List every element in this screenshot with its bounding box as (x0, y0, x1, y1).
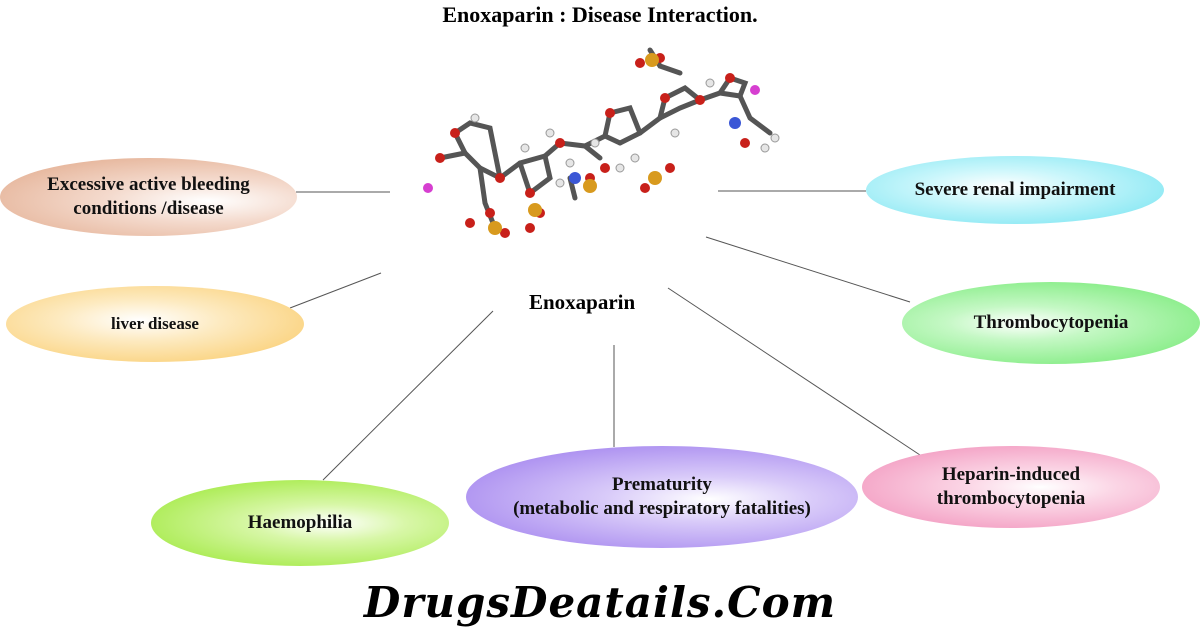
connector-line-liver (289, 272, 382, 309)
node-renal: Severe renal impairment (866, 156, 1164, 224)
node-bleeding: Excessive active bleeding conditions /di… (0, 158, 297, 236)
node-bleeding-line1: Excessive active bleeding (47, 174, 250, 196)
footer-watermark: DrugsDeatails.Com (363, 578, 837, 627)
node-renal-line1: Severe renal impairment (914, 179, 1116, 201)
node-hit: Heparin-induced thrombocytopenia (862, 446, 1160, 528)
node-liver-line1: liver disease (111, 314, 199, 334)
node-thrombocytopenia-line1: Thrombocytopenia (973, 312, 1129, 334)
node-hit-line1: Heparin-induced (941, 464, 1081, 486)
node-hit-line2: thrombocytopenia (936, 488, 1086, 509)
center-label: Enoxaparin (529, 290, 636, 314)
connector-line-haemophilia (322, 310, 494, 481)
node-haemophilia-line1: Haemophilia (247, 512, 353, 534)
node-prematurity-line1: Prematurity (612, 474, 712, 496)
node-thrombocytopenia: Thrombocytopenia (902, 282, 1200, 364)
node-prematurity-line2: (metabolic and respiratory fatalities) (513, 498, 811, 519)
node-haemophilia: Haemophilia (151, 480, 449, 566)
connector-line-hit (667, 287, 921, 456)
node-prematurity: Prematurity (metabolic and respiratory f… (466, 446, 858, 548)
connector-line-thrombocytopenia (705, 236, 911, 303)
node-liver: liver disease (6, 286, 304, 362)
node-bleeding-line2: conditions /disease (73, 198, 224, 219)
page-title: Enoxaparin : Disease Interaction. (442, 2, 758, 27)
enoxaparin-molecule-icon (423, 47, 780, 238)
